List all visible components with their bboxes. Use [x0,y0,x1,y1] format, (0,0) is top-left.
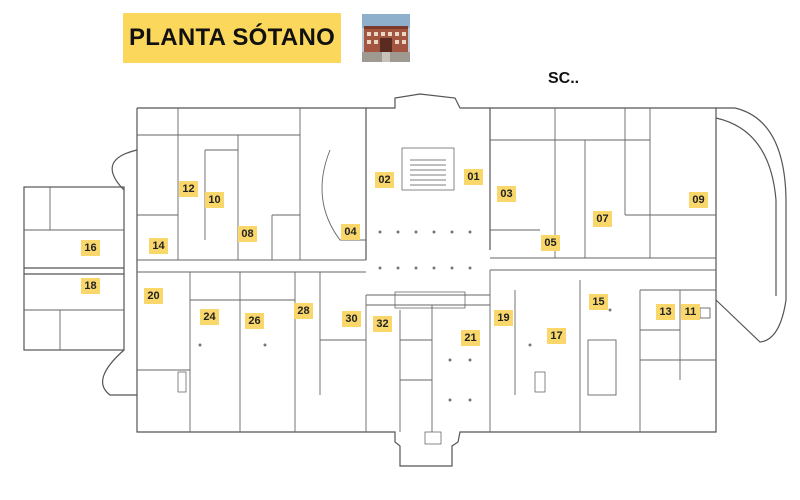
title-banner: PLANTA SÓTANO [123,13,341,63]
room-label-10: 10 [205,192,224,208]
room-label-12: 12 [179,181,198,197]
room-label-18: 18 [81,278,100,294]
room-label-15: 15 [589,294,608,310]
staircases [177,147,546,445]
outer-walls [23,93,787,467]
room-label-20: 20 [144,288,163,304]
room-label-13: 13 [656,304,675,320]
room-label-28: 28 [294,303,313,319]
room-label-24: 24 [200,309,219,325]
room-label-05: 05 [541,235,560,251]
interior-walls [24,108,716,432]
room-label-30: 30 [342,311,361,327]
room-label-19: 19 [494,310,513,326]
room-label-03: 03 [497,186,516,202]
room-label-21: 21 [461,330,480,346]
room-label-26: 26 [245,313,264,329]
room-label-04: 04 [341,224,360,240]
room-label-32: 32 [373,316,392,332]
room-label-09: 09 [689,192,708,208]
room-label-08: 08 [238,226,257,242]
building-photo-icon [362,14,410,62]
section-code: SC.. [548,70,580,87]
room-label-07: 07 [593,211,612,227]
room-label-11: 11 [681,304,700,320]
room-label-01: 01 [464,169,483,185]
columns [198,230,612,402]
room-label-02: 02 [375,172,394,188]
room-label-16: 16 [81,240,100,256]
room-label-17: 17 [547,328,566,344]
room-label-14: 14 [149,238,168,254]
page-title: PLANTA SÓTANO [128,24,336,51]
